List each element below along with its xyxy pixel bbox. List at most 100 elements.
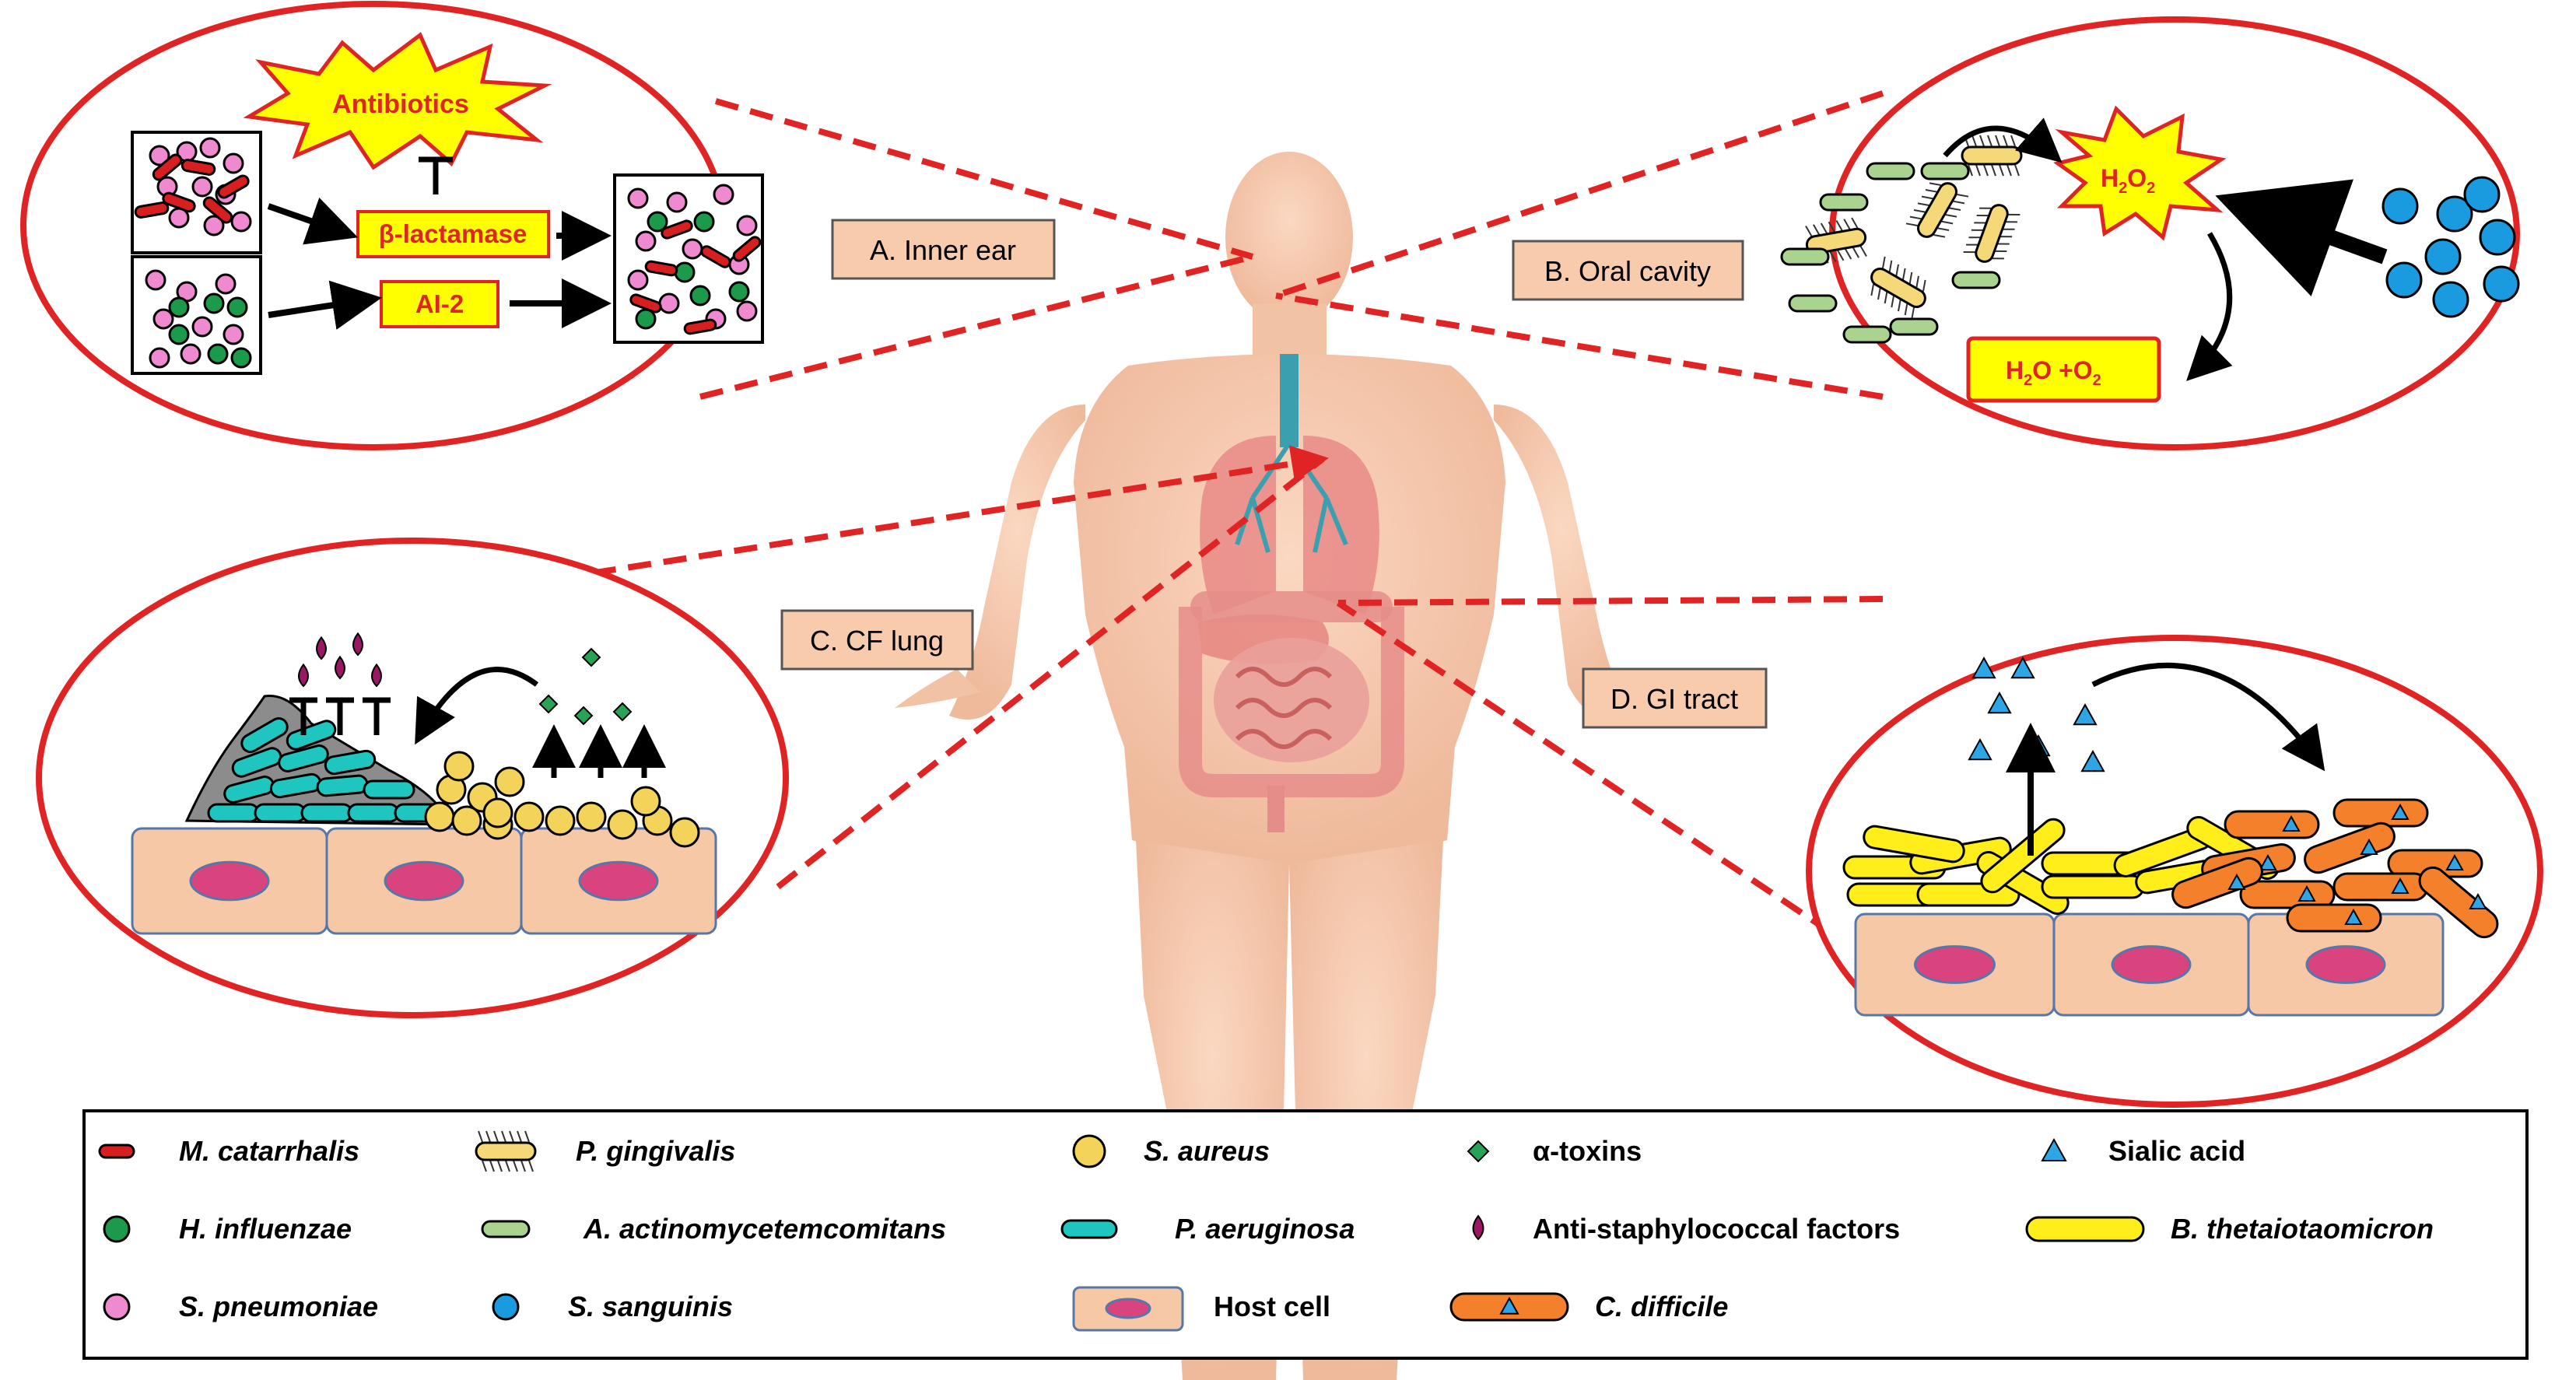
h-influenzae (230, 347, 252, 369)
s-aureus (669, 817, 700, 848)
s-pneumoniae (191, 316, 213, 338)
h-influenzae (647, 211, 668, 233)
b-thetaiotaomicron (1863, 825, 1965, 863)
a-actinomycetemcomitans (1780, 247, 1830, 266)
anti-staphylococcal-factor (298, 663, 309, 688)
nucleus (578, 860, 659, 902)
s-aureus (424, 801, 455, 832)
legend-label-b-theta: B. thetaiotaomicron (2171, 1213, 2434, 1245)
s-pneumoniae (682, 238, 703, 260)
s-pneumoniae (149, 145, 170, 166)
a-actinomycetemcomitans-icon (481, 1220, 531, 1238)
s-sanguinis (2424, 238, 2462, 275)
p-aeruginosa (347, 803, 400, 823)
p-aeruginosa (300, 803, 353, 823)
s-sanguinis-icon (492, 1293, 520, 1321)
s-pneumoniae (666, 191, 688, 213)
connector-c-bottom (776, 456, 1325, 890)
water-oxygen-box (1966, 336, 2161, 403)
a-actinomycetemcomitans (1951, 271, 2001, 289)
p-aeruginosa-icon (1060, 1219, 1118, 1239)
s-pneumoniae-icon (103, 1293, 131, 1321)
alpha-toxin (581, 647, 601, 667)
connector-a-top (714, 98, 1254, 260)
nucleus (189, 860, 270, 902)
s-pneumoniae (145, 269, 166, 291)
alpha-toxin (612, 702, 633, 722)
s-pneumoniae (627, 269, 649, 291)
h2o2-burst (2053, 105, 2227, 241)
water-oxygen-label: H2O +O2 (2006, 356, 2101, 389)
p-aeruginosa (324, 749, 377, 776)
c-difficile (2332, 872, 2429, 902)
m-catarrhalis (629, 293, 662, 313)
h-influenzae (635, 308, 657, 330)
h-influenzae (226, 296, 248, 318)
s-aureus (630, 786, 661, 817)
s-aureus (576, 801, 607, 832)
p-gingivalis-icon (475, 1130, 537, 1172)
s-pneumoniae (180, 343, 202, 365)
sialic-acid (2391, 877, 2410, 894)
m-catarrhalis-icon (98, 1144, 135, 1159)
a-actinomycetemcomitans (1866, 162, 1915, 180)
s-aureus (482, 797, 513, 828)
c-difficile (2286, 903, 2382, 933)
m-catarrhalis (732, 236, 762, 262)
p-gingivalis (1963, 204, 2020, 263)
s-sanguinis (2463, 176, 2501, 213)
sialic-acid (1968, 737, 1992, 761)
legend-label-c-difficile: C. difficile (1595, 1291, 1728, 1322)
beta-lactamase-box (356, 210, 550, 258)
s-aureus (451, 805, 482, 836)
s-pneumoniae (149, 347, 170, 369)
s-pneumoniae (658, 292, 680, 314)
b-thetaiotaomicron (2041, 874, 2145, 899)
legend-label-p-aeruginosa: P. aeruginosa (1175, 1213, 1355, 1245)
legend-label-a-actino: A. actinomycetemcomitans (583, 1213, 946, 1245)
s-pneumoniae (223, 324, 244, 345)
ai2-label: AI-2 (415, 289, 464, 318)
m-catarrhalis (700, 245, 731, 268)
h-influenzae (689, 285, 711, 306)
s-pneumoniae (230, 211, 252, 233)
c-difficile (2304, 821, 2396, 874)
h-influenzae (168, 324, 190, 345)
panel-b-label: B. Oral cavity (1544, 255, 1711, 287)
s-aureus (545, 805, 576, 836)
panel-oral-cavity: H2O2 H2O +O2 (1780, 16, 2520, 450)
panel-a-label: A. Inner ear (870, 234, 1016, 266)
connector-d-top (1337, 596, 1884, 606)
anti-staphylococcal-factor (335, 655, 345, 680)
s-sanguinis (2432, 281, 2469, 318)
sialic-acid (2469, 892, 2487, 909)
anti-staphylococcal-factor-icon (1472, 1214, 1484, 1241)
a-actinomycetemcomitans (1819, 193, 1869, 212)
sialic-acid (1987, 691, 2012, 714)
p-aeruginosa (231, 747, 282, 778)
panel-b-label-box (1512, 240, 1744, 301)
h-influenzae-icon (103, 1215, 131, 1243)
antibiotics-burst (243, 32, 552, 170)
s-sanguinis (2381, 187, 2419, 225)
nucleus (384, 860, 464, 902)
m-catarrhalis (162, 191, 196, 213)
s-sanguinis (2385, 261, 2423, 299)
p-aeruginosa (316, 774, 369, 797)
connector-a-bottom (699, 254, 1253, 400)
panel-d-label: D. GI tract (1610, 683, 1738, 715)
ai2-box (380, 280, 499, 328)
sialic-acid (2360, 838, 2378, 855)
panel-a-label-box (831, 219, 1056, 280)
s-aureus-icon (1072, 1134, 1106, 1168)
legend-label-p-gingivalis: P. gingivalis (576, 1135, 735, 1167)
alpha-toxin (538, 694, 559, 714)
nucleus (1914, 945, 1996, 984)
nucleus (2111, 945, 2192, 984)
m-catarrhalis (152, 153, 183, 181)
m-catarrhalis (661, 219, 693, 240)
h-influenzae (674, 261, 696, 283)
s-aureus (513, 801, 545, 832)
